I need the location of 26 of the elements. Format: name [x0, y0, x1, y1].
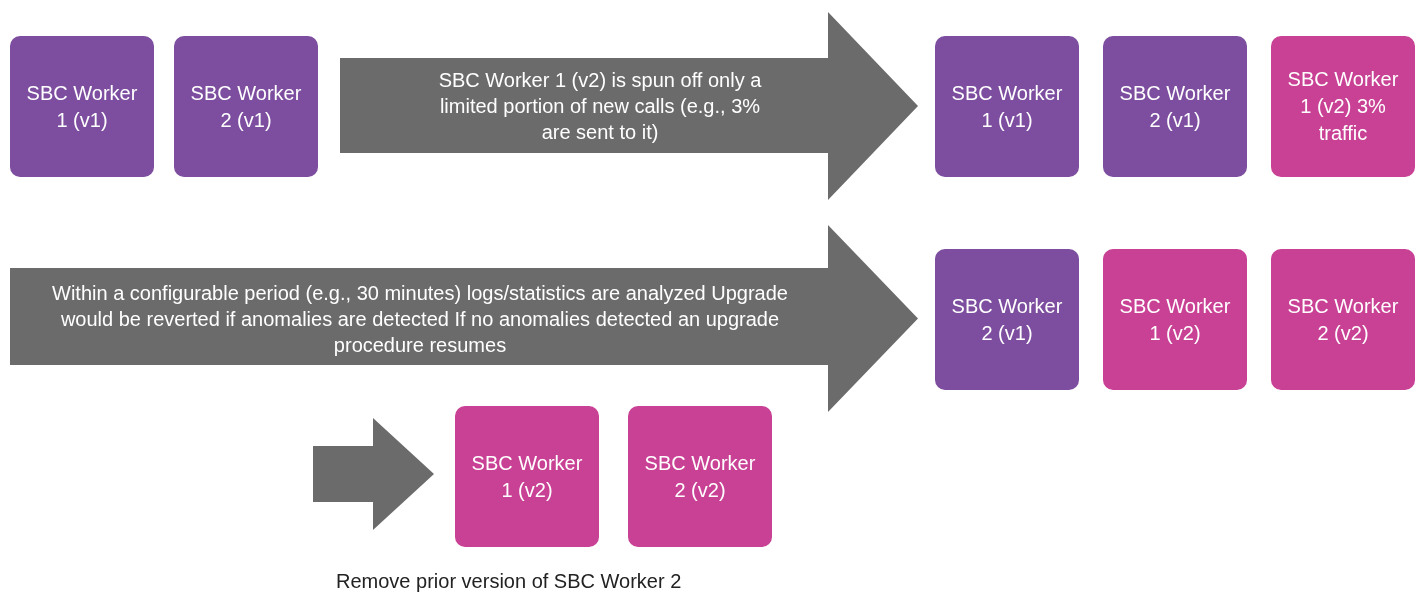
worker-box — [935, 36, 1079, 177]
arrow-shape — [340, 12, 918, 200]
worker-label: SBC Worker 2 (v1) — [950, 293, 1064, 346]
worker-label: SBC Worker 1 (v1) — [950, 80, 1064, 133]
worker-label: SBC Worker 1 (v2) 3% traffic — [1286, 67, 1400, 146]
caption-text: Remove prior version of SBC Worker 2 — [336, 570, 682, 593]
worker-box — [10, 36, 154, 177]
worker-label: SBC Worker 1 (v2) — [1118, 293, 1232, 346]
worker-box — [628, 406, 772, 547]
worker-box — [1103, 36, 1247, 177]
arrow-text: SBC Worker 1 (v2) is spun off only a limited portion of new calls (e.g., 3% are sent to it) — [437, 68, 763, 145]
arrow-shape — [10, 225, 918, 412]
worker-label: SBC Worker 2 (v2) — [1286, 293, 1400, 346]
worker-label: SBC Worker 1 (v1) — [25, 80, 139, 133]
worker-box — [174, 36, 318, 177]
arrow-shape — [313, 418, 434, 530]
worker-label: SBC Worker 2 (v2) — [643, 450, 757, 503]
worker-box — [1271, 36, 1415, 177]
worker-box — [455, 406, 599, 547]
worker-label: SBC Worker 2 (v1) — [189, 80, 303, 133]
arrow-text: Within a configurable period (e.g., 30 minutes) logs/statistics are analyzed Upgrade would be reverted if anomalies are detected If no anomalies detected an upgrade procedure resumes — [51, 280, 789, 358]
worker-label: SBC Worker 1 (v2) — [470, 450, 584, 503]
worker-box — [1271, 249, 1415, 390]
worker-box — [1103, 249, 1247, 390]
worker-label: SBC Worker 2 (v1) — [1118, 80, 1232, 133]
worker-box — [935, 249, 1079, 390]
